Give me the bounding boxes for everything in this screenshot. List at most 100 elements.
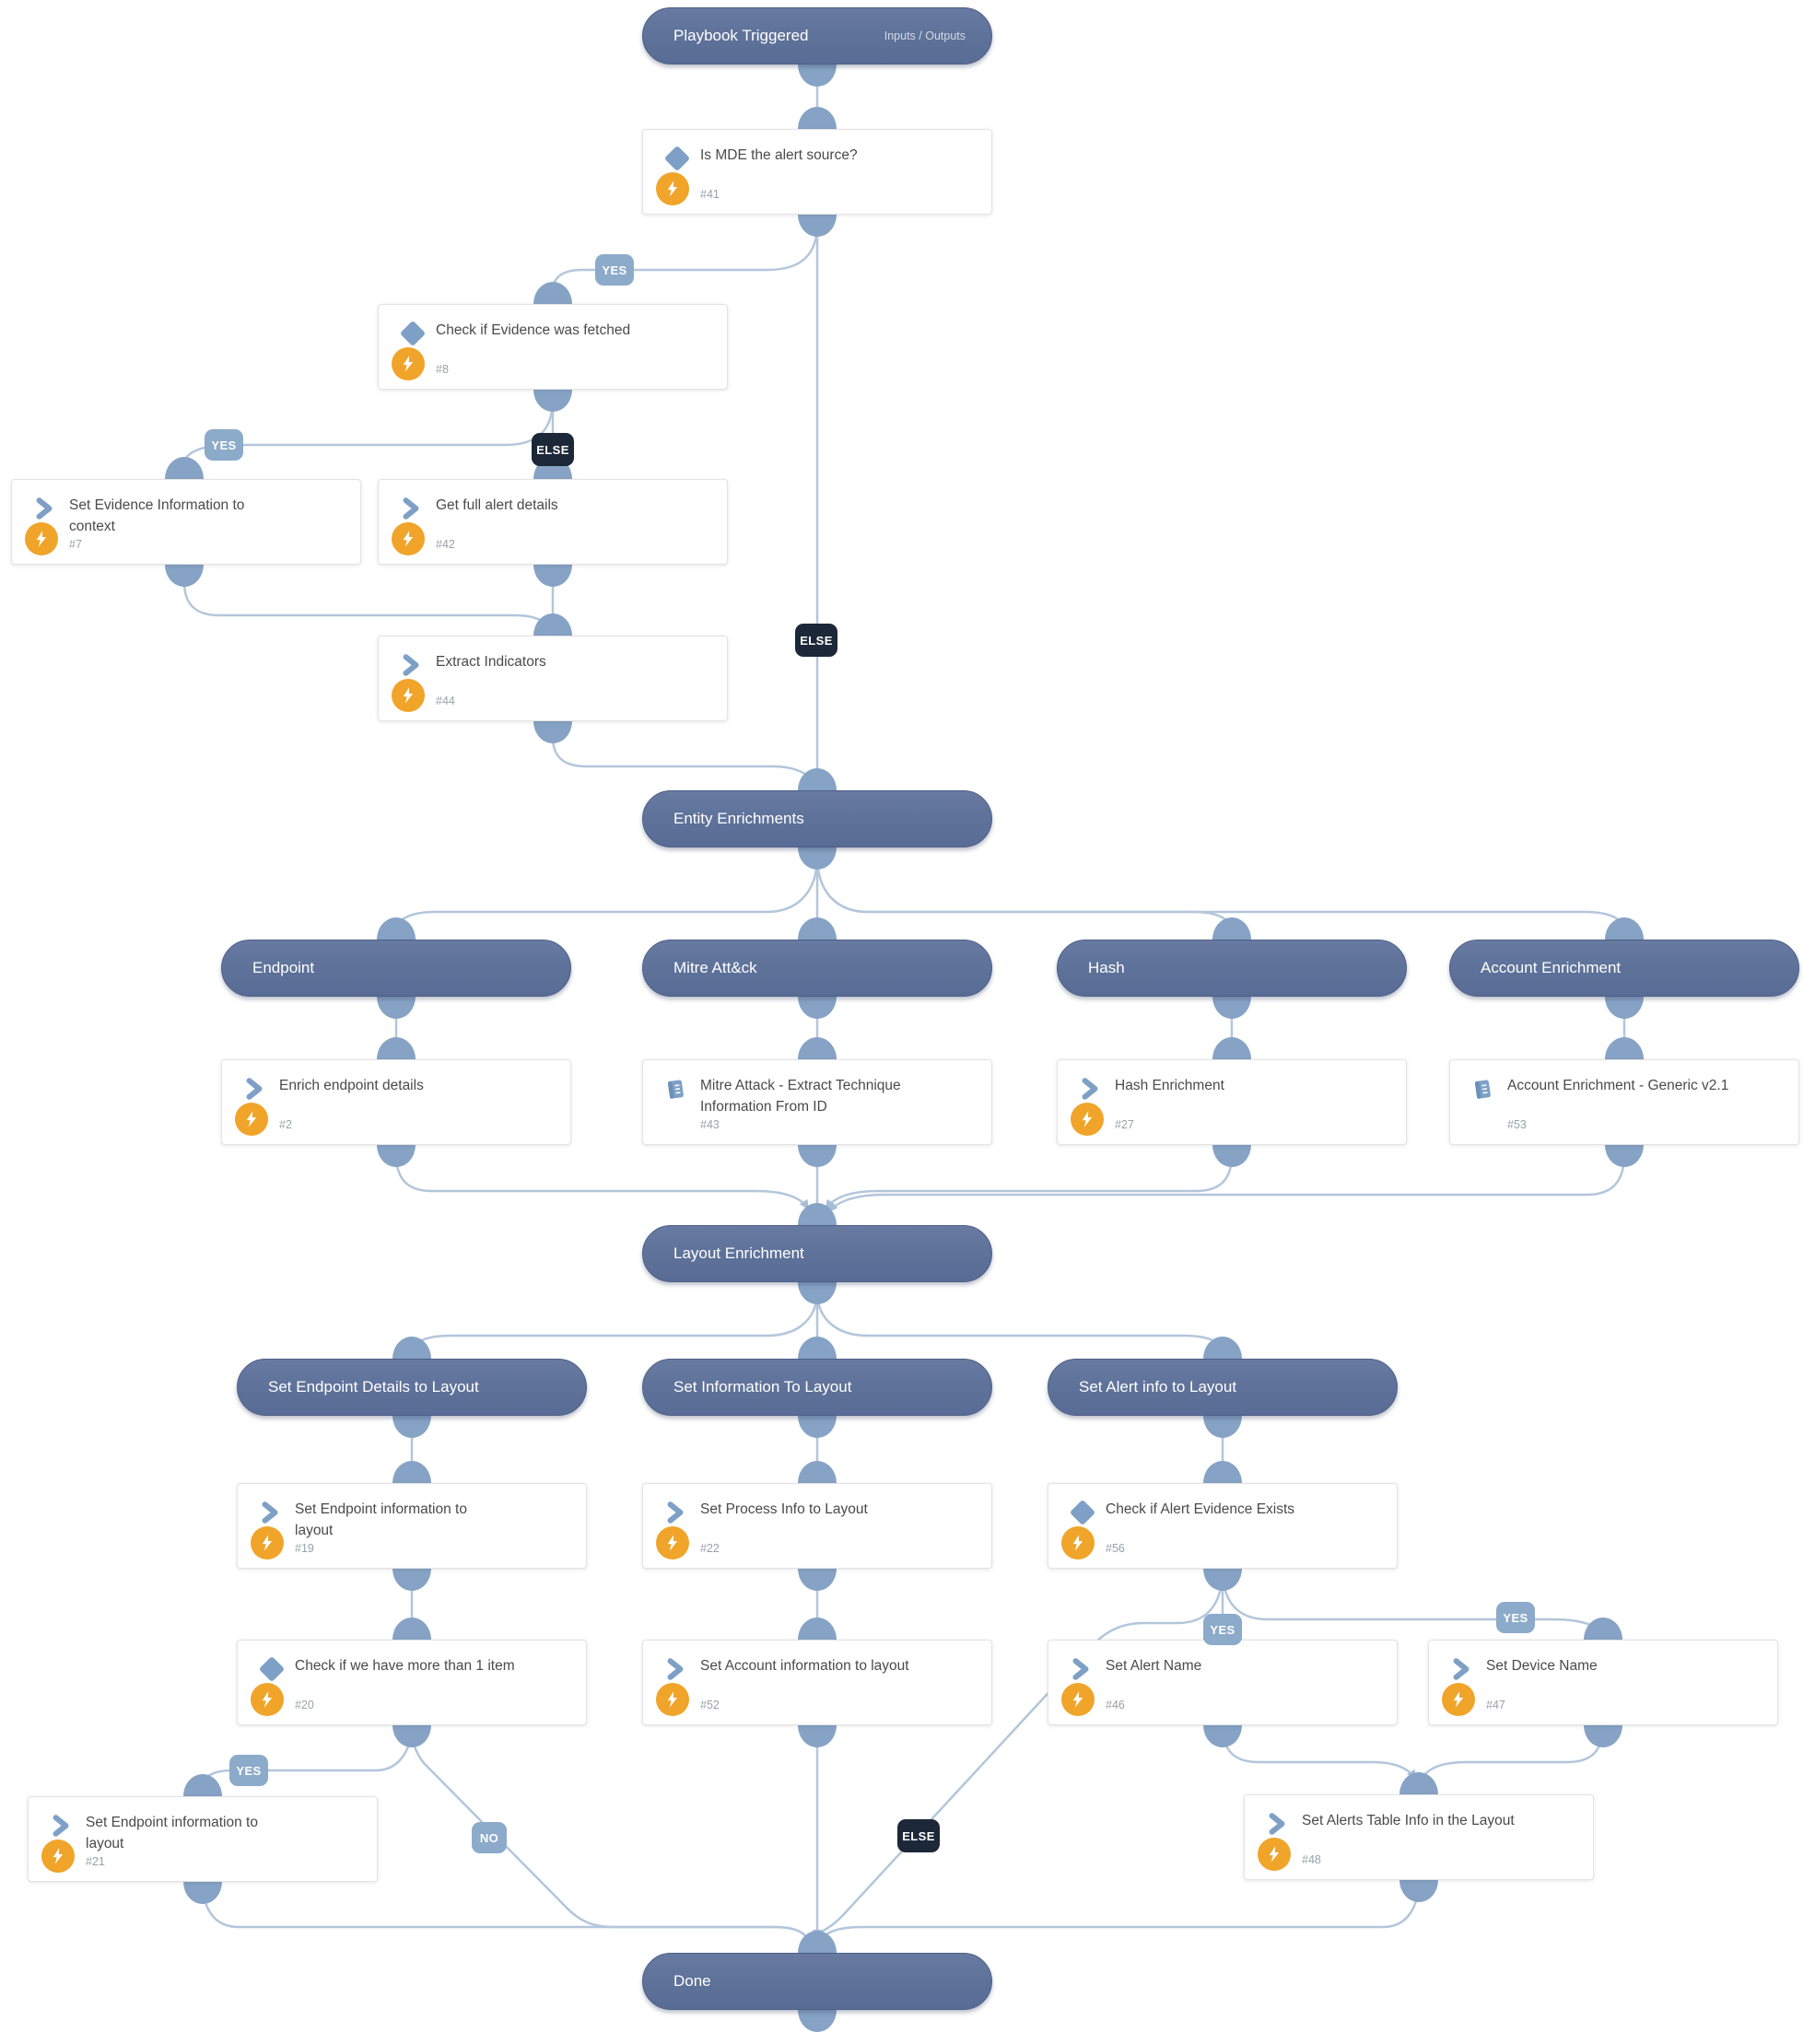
automation-icon (251, 1683, 284, 1716)
task-43-mitre-extract-technique[interactable]: Mitre Attack - Extract Technique Informa… (642, 1059, 992, 1145)
task-number: #7 (69, 538, 82, 551)
chevron-right-icon (243, 1078, 267, 1102)
task-41-is-mde-alert-source[interactable]: Is MDE the alert source? #41 (642, 129, 992, 215)
condition-icon (663, 145, 691, 172)
section-set-alert-info-to-layout[interactable]: Set Alert info to Layout (1048, 1359, 1398, 1416)
task-title: Enrich endpoint details (279, 1078, 424, 1093)
section-label: Set Alert info to Layout (1079, 1378, 1237, 1396)
automation-icon (656, 172, 689, 205)
automation-icon (41, 1840, 75, 1873)
chevron-right-icon (664, 1658, 688, 1682)
task-number: #27 (1115, 1118, 1134, 1131)
task-number: #43 (700, 1118, 720, 1131)
chevron-right-icon (1450, 1658, 1474, 1682)
task-46-set-alert-name[interactable]: Set Alert Name #46 (1048, 1640, 1398, 1725)
automation-icon (1061, 1683, 1095, 1716)
edge-label-yes[interactable]: YES (1496, 1602, 1535, 1633)
task-title: Hash Enrichment (1115, 1078, 1224, 1093)
automation-icon (1061, 1526, 1095, 1559)
section-entity-enrichments[interactable]: Entity Enrichments (642, 790, 992, 847)
task-53-account-enrichment-generic[interactable]: Account Enrichment - Generic v2.1 #53 (1449, 1059, 1799, 1145)
chevron-right-icon (400, 497, 424, 521)
task-number: #48 (1302, 1853, 1321, 1866)
playbook-trigger-node[interactable]: Playbook Triggered Inputs / Outputs (642, 7, 992, 64)
task-20-check-more-than-1-item[interactable]: Check if we have more than 1 item #20 (237, 1640, 587, 1725)
edge-label-else[interactable]: ELSE (532, 433, 574, 466)
chevron-right-icon (33, 497, 57, 521)
chevron-right-icon (1266, 1813, 1290, 1837)
automation-icon (1258, 1838, 1291, 1871)
task-2-enrich-endpoint-details[interactable]: Enrich endpoint details #2 (221, 1059, 571, 1145)
task-number: #20 (295, 1699, 314, 1711)
section-label: Endpoint (252, 959, 315, 976)
task-number: #46 (1106, 1699, 1125, 1711)
task-7-set-evidence-to-context[interactable]: Set Evidence Information to context #7 (11, 479, 361, 565)
playbook-book-icon (1471, 1078, 1495, 1102)
task-48-set-alerts-table-info[interactable]: Set Alerts Table Info in the Layout #48 (1244, 1794, 1594, 1880)
task-number: #8 (436, 363, 449, 376)
chevron-right-icon (259, 1501, 283, 1525)
task-number: #42 (436, 538, 455, 551)
chevron-right-icon (664, 1501, 688, 1525)
task-title: Is MDE the alert source? (700, 147, 858, 163)
task-title: Mitre Attack - Extract Technique Informa… (700, 1078, 901, 1115)
condition-icon (399, 320, 427, 347)
task-title: Set Alert Name (1106, 1658, 1202, 1674)
task-title: Set Endpoint information to layout (295, 1501, 467, 1539)
section-mitre-attack[interactable]: Mitre Att&ck (642, 940, 992, 997)
section-label: Set Information To Layout (673, 1378, 852, 1396)
task-title: Set Alerts Table Info in the Layout (1302, 1813, 1515, 1828)
task-number: #2 (279, 1118, 292, 1131)
task-title: Account Enrichment - Generic v2.1 (1507, 1078, 1729, 1093)
edge-label-yes[interactable]: YES (229, 1755, 268, 1786)
task-21-set-endpoint-info-to-layout[interactable]: Set Endpoint information to layout #21 (28, 1796, 378, 1882)
task-19-set-endpoint-info-to-layout[interactable]: Set Endpoint information to layout #19 (237, 1483, 587, 1569)
inputs-outputs-link[interactable]: Inputs / Outputs (884, 29, 966, 42)
condition-icon (258, 1655, 286, 1683)
section-layout-enrichment[interactable]: Layout Enrichment (642, 1225, 992, 1282)
task-number: #53 (1507, 1118, 1527, 1131)
task-47-set-device-name[interactable]: Set Device Name #47 (1428, 1640, 1778, 1725)
task-42-get-full-alert-details[interactable]: Get full alert details #42 (378, 479, 728, 565)
section-label: Mitre Att&ck (673, 959, 757, 976)
task-title: Check if Evidence was fetched (436, 322, 631, 338)
automation-icon (656, 1526, 689, 1559)
task-number: #41 (700, 188, 720, 201)
section-label: Hash (1088, 959, 1125, 976)
automation-icon (392, 347, 425, 380)
section-done[interactable]: Done (642, 1953, 992, 2010)
section-account-enrichment[interactable]: Account Enrichment (1449, 940, 1799, 997)
edge-label-else[interactable]: ELSE (897, 1819, 940, 1852)
section-set-endpoint-details-to-layout[interactable]: Set Endpoint Details to Layout (237, 1359, 587, 1416)
automation-icon (392, 522, 425, 555)
section-label: Entity Enrichments (673, 810, 804, 827)
task-number: #47 (1486, 1699, 1505, 1711)
automation-icon (1071, 1103, 1104, 1136)
section-label: Account Enrichment (1481, 959, 1622, 976)
task-title: Set Account information to layout (700, 1658, 909, 1674)
task-27-hash-enrichment[interactable]: Hash Enrichment #27 (1057, 1059, 1407, 1145)
edge-label-yes[interactable]: YES (1203, 1614, 1242, 1645)
task-56-check-alert-evidence-exists[interactable]: Check if Alert Evidence Exists #56 (1048, 1483, 1398, 1569)
task-44-extract-indicators[interactable]: Extract Indicators #44 (378, 636, 728, 721)
edge-label-else[interactable]: ELSE (795, 624, 837, 657)
task-number: #44 (436, 695, 455, 707)
task-number: #22 (700, 1542, 720, 1555)
task-52-set-account-info-to-layout[interactable]: Set Account information to layout #52 (642, 1640, 992, 1725)
section-endpoint[interactable]: Endpoint (221, 940, 571, 997)
section-label: Done (673, 1972, 711, 1990)
task-title: Check if we have more than 1 item (295, 1658, 515, 1674)
edge-label-yes[interactable]: YES (205, 429, 243, 461)
edge-label-yes[interactable]: YES (595, 254, 634, 286)
section-hash[interactable]: Hash (1057, 940, 1407, 997)
condition-icon (1069, 1499, 1096, 1526)
automation-icon (251, 1526, 284, 1559)
task-title: Set Endpoint information to layout (86, 1815, 258, 1852)
section-set-information-to-layout[interactable]: Set Information To Layout (642, 1359, 992, 1416)
edge-label-no[interactable]: NO (472, 1822, 507, 1853)
automation-icon (392, 679, 425, 712)
chevron-right-icon (1079, 1078, 1103, 1102)
task-8-check-evidence-fetched[interactable]: Check if Evidence was fetched #8 (378, 304, 728, 390)
task-22-set-process-info-to-layout[interactable]: Set Process Info to Layout #22 (642, 1483, 992, 1569)
